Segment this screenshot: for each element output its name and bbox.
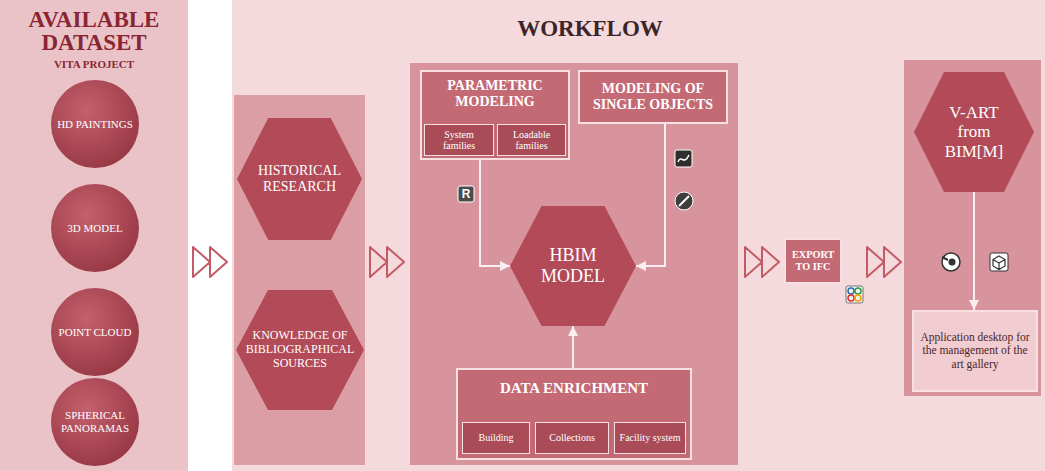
- node-heading: WORKFLOW: [490, 16, 690, 42]
- chevron: [193, 247, 227, 277]
- modeling-app-glyph: [679, 196, 689, 206]
- unity-icon: [990, 253, 1008, 271]
- ifc-glyph: [855, 295, 861, 301]
- flow-arrow: [572, 326, 574, 368]
- hexagon-outline: [914, 72, 1034, 192]
- enrichment-box: DATA ENRICHMENT Building Collections Facili…: [456, 368, 692, 460]
- ifc-glyph: [848, 295, 854, 301]
- blender-glyph: [949, 259, 956, 266]
- node-heading: V-ART from BIM[M]: [942, 103, 1006, 162]
- node-heading: System families: [428, 129, 490, 152]
- flow-arrow: [973, 192, 975, 310]
- flow-arrow: [636, 124, 665, 266]
- enrichment-item: Collections: [535, 422, 609, 454]
- ifc-glyph: [855, 288, 861, 294]
- family-box: Loadable families: [497, 124, 566, 156]
- node-heading: PARAMETRIC MODELING: [428, 78, 562, 110]
- icon-letter: R: [462, 188, 471, 200]
- export-box: EXPORT TO IFC: [784, 238, 842, 284]
- node-heading: 3D MODEL: [55, 222, 135, 235]
- node-heading: KNOWLEDGE OF BIBLIOGRAPHICAL SOURCES: [241, 329, 359, 370]
- research-hexagon: HISTORICAL RESEARCH: [237, 118, 362, 240]
- hexagon-outline: [237, 118, 362, 240]
- workflow-ground: [232, 0, 1045, 471]
- icon-label-holder: R: [458, 186, 474, 202]
- dataset-circle: POINT CLOUD: [51, 288, 139, 376]
- vart-hexagon: V-ART from BIM[M]: [914, 72, 1034, 192]
- enrichment-item: Facility system: [614, 422, 686, 454]
- node-heading: HBIM MODEL: [523, 245, 623, 286]
- hexagon-outline: [510, 206, 636, 326]
- unity-glyph: [993, 256, 1005, 270]
- node-heading: POINT CLOUD: [55, 326, 135, 339]
- modeling-app-icon: [675, 150, 692, 167]
- node-heading: Building: [466, 432, 526, 444]
- modeling-app-glyph: [678, 155, 689, 162]
- dataset-ground: [0, 0, 188, 471]
- research-hexagon: KNOWLEDGE OF BIBLIOGRAPHICAL SOURCES: [236, 290, 364, 410]
- application-box: Application desktop for the management o…: [912, 310, 1038, 392]
- node-heading: SPHERICAL PANORAMAS: [55, 409, 135, 434]
- modeling-box: PARAMETRIC MODELING System families Loadab…: [420, 70, 570, 160]
- node-heading: DATA ENRICHMENT: [464, 380, 684, 397]
- node-heading: Loadable families: [501, 129, 562, 152]
- enrichment-item: Building: [462, 422, 530, 454]
- hbim-hexagon: HBIM MODEL: [510, 206, 636, 326]
- research-panel: [234, 95, 365, 465]
- node-heading: AVAILABLE DATASET: [0, 0, 188, 54]
- dataset-circle: SPHERICAL PANORAMAS: [51, 378, 139, 466]
- ifc-icon: [846, 286, 863, 303]
- revit-icon: [458, 186, 474, 202]
- chevron: [370, 247, 404, 277]
- dataset-panel: AVAILABLE DATASET VITA PROJECT HD PAINTING…: [0, 0, 188, 471]
- dataset-circle: HD PAINTINGS: [51, 80, 139, 168]
- node-heading: Facility system: [618, 432, 682, 444]
- blender-glyph: [942, 257, 948, 260]
- node-heading: Application desktop for the management o…: [920, 331, 1030, 371]
- chevron: [867, 247, 901, 277]
- node-heading: EXPORT TO IFC: [792, 249, 834, 273]
- ifc-glyph: [848, 288, 854, 294]
- modeling-box: MODELING OF SINGLE OBJECTS: [578, 70, 728, 124]
- workflow-panel: WORKFLOW HISTORICAL RESEARCH KNOWLEDGE OF …: [232, 0, 1045, 471]
- hexagon-outline: [236, 290, 364, 410]
- flow-arrow: [480, 160, 510, 266]
- dataset-circle: 3D MODEL: [51, 184, 139, 272]
- chevron: [745, 247, 779, 277]
- node-heading: MODELING OF SINGLE OBJECTS: [586, 81, 720, 113]
- node-heading: HD PAINTINGS: [55, 118, 135, 131]
- node-subheading: VITA PROJECT: [0, 58, 188, 71]
- node-heading: HISTORICAL RESEARCH: [250, 163, 350, 195]
- output-panel: [904, 60, 1041, 396]
- modeling-app-icon: [675, 192, 693, 210]
- node-heading: Collections: [539, 432, 605, 444]
- modeling-panel: [410, 63, 738, 465]
- family-box: System families: [424, 124, 494, 156]
- blender-icon: [942, 253, 960, 271]
